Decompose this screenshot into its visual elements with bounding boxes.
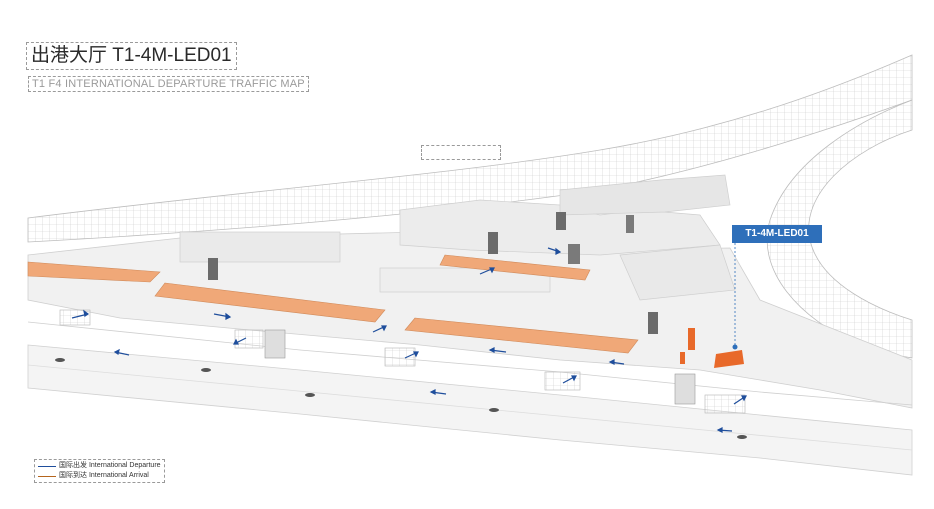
highlight-element	[714, 350, 744, 368]
map-subtitle: T1 F4 INTERNATIONAL DEPARTURE TRAFFIC MA…	[28, 76, 309, 92]
legend-item-departure: 国际出发 International Departure	[38, 461, 161, 471]
map-title: 出港大厅 T1-4M-LED01	[26, 42, 237, 70]
checkin-counter	[439, 254, 591, 281]
legend-item-arrival: 国际到达 International Arrival	[38, 471, 161, 481]
highlight-element	[680, 352, 685, 364]
checkin-counter	[404, 317, 639, 354]
arrow-icon	[71, 247, 747, 433]
road	[27, 344, 913, 476]
glass-canopy	[27, 54, 913, 243]
location-pin-icon	[732, 344, 738, 350]
arrow-icon	[38, 465, 56, 467]
highlight-element	[688, 328, 695, 350]
legend-label: 国际出发 International Departure	[59, 462, 161, 469]
legend-label: 国际到达 International Arrival	[59, 472, 149, 479]
led-location-callout[interactable]: T1-4M-LED01	[732, 225, 822, 243]
empty-label-box	[421, 145, 501, 160]
map-legend: 国际出发 International Departure 国际到达 Intern…	[34, 459, 165, 483]
arrow-icon	[38, 475, 56, 477]
checkin-counter	[154, 282, 386, 323]
checkin-counter	[27, 261, 161, 283]
